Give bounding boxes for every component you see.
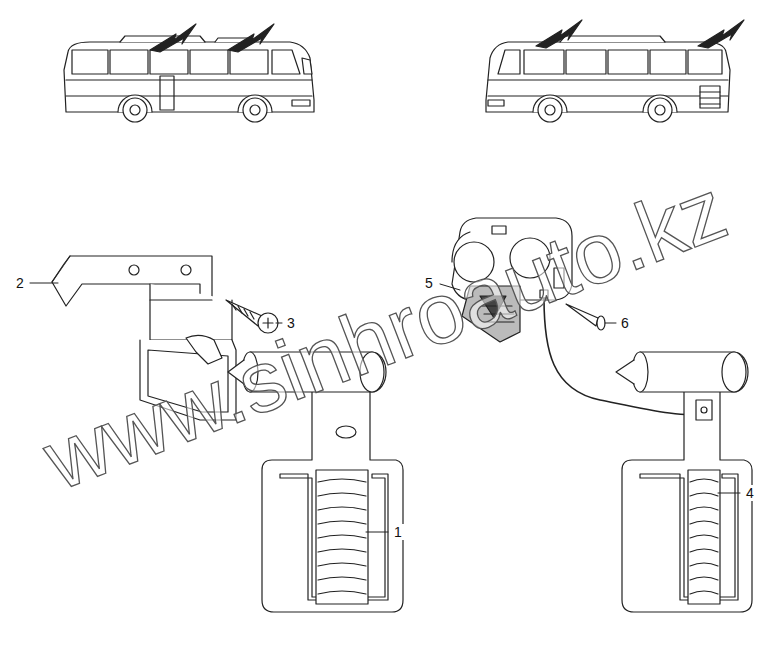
emergency-hammer: [690, 535, 718, 538]
hammer-bracket: [181, 265, 191, 275]
bus-side-view: [120, 36, 205, 42]
bus-side-view: [292, 100, 310, 106]
emergency-hammer: [316, 470, 368, 604]
bus-side-view: [150, 50, 188, 74]
bus-side-view: [545, 105, 555, 115]
bus-side-view: [524, 50, 564, 74]
screw: [267, 318, 268, 328]
bus-side-view: [566, 50, 606, 74]
emergency-hammer: [690, 549, 718, 552]
bus-side-view: [538, 98, 562, 122]
emergency-hammer: [318, 591, 366, 594]
hammer-holder-alarm: [492, 226, 506, 234]
bus-side-view: [648, 98, 672, 122]
bus-side-view: [488, 100, 504, 106]
bus-side-view: [560, 36, 665, 42]
location-arrow: [150, 24, 196, 52]
bus-side-view: [66, 79, 312, 80]
emergency-hammer: [262, 390, 403, 612]
bus-side-view: [486, 36, 730, 122]
emergency-hammer: [696, 400, 712, 420]
bus-side-view: [64, 36, 314, 122]
leader-line: [605, 323, 616, 324]
emergency-hammer: [690, 563, 718, 566]
bus-side-view: [190, 50, 228, 74]
emergency-hammer: [318, 535, 366, 538]
leader-line: [276, 323, 282, 324]
leader-line: [366, 532, 388, 533]
callout-number: 1: [392, 524, 404, 540]
bus-side-view: [272, 50, 300, 74]
location-arrow: [536, 20, 582, 48]
hammer-bracket: [129, 265, 139, 275]
bus-side-view: [700, 97, 720, 98]
emergency-hammer: [318, 493, 366, 496]
emergency-hammer: [318, 549, 366, 552]
bus-side-view: [488, 79, 728, 80]
callout-number: 2: [14, 275, 26, 291]
bus-side-view: [302, 58, 312, 74]
bus-side-view: [700, 86, 720, 108]
bus-side-view: [110, 50, 148, 74]
emergency-hammer: [722, 352, 746, 392]
bus-side-view: [64, 42, 314, 112]
bus-side-view: [160, 76, 174, 110]
emergency-hammer: [701, 407, 707, 413]
bus-side-view: [72, 50, 108, 74]
screw: [226, 300, 262, 326]
parts-illustration: [30, 20, 752, 612]
emergency-hammer: [616, 360, 634, 384]
bus-side-view: [700, 91, 720, 92]
hammer-bracket: [150, 299, 212, 300]
emergency-hammer: [690, 507, 718, 510]
emergency-hammer: [622, 390, 752, 612]
bus-side-view: [486, 42, 730, 112]
bus-side-view: [488, 95, 728, 96]
screw: [597, 316, 605, 330]
bus-side-view: [230, 50, 268, 74]
watermark: www.sinhroauto.kz: [33, 165, 736, 504]
emergency-hammer: [318, 479, 366, 482]
bus-side-view: [608, 50, 648, 74]
emergency-hammer: [690, 493, 718, 496]
hammer-bracket: [52, 256, 70, 282]
screw: [232, 304, 254, 319]
location-arrow: [228, 24, 274, 52]
location-arrow: [698, 20, 744, 48]
bus-side-view: [123, 98, 147, 122]
emergency-hammer: [690, 479, 718, 482]
emergency-hammer: [318, 479, 366, 594]
emergency-hammer: [688, 470, 720, 604]
bus-side-view: [250, 105, 260, 115]
emergency-hammer: [690, 577, 718, 580]
bus-side-view: [66, 95, 312, 96]
bus-side-view: [650, 50, 686, 74]
callout-number: 4: [744, 485, 756, 501]
leader-line: [30, 283, 58, 284]
bus-side-view: [243, 98, 267, 122]
emergency-hammer: [632, 352, 648, 392]
emergency-hammer: [318, 577, 366, 580]
hammer-bracket: [150, 284, 232, 340]
bus-side-view: [498, 50, 520, 74]
callout-number: 6: [619, 315, 631, 331]
emergency-hammer: [690, 521, 718, 524]
emergency-hammer: [690, 479, 718, 594]
bus-side-view: [130, 105, 140, 115]
screw: [226, 300, 278, 333]
emergency-hammer: [690, 591, 718, 594]
emergency-hammer: [318, 521, 366, 524]
emergency-hammer: [318, 507, 366, 510]
emergency-hammer: [640, 352, 748, 392]
location-arrow: [536, 20, 744, 48]
location-arrow: [150, 24, 274, 52]
emergency-hammer: [336, 426, 356, 438]
bus-side-view: [655, 105, 665, 115]
emergency-hammer: [616, 352, 752, 612]
emergency-hammer: [318, 563, 366, 566]
leader-line: [718, 493, 740, 494]
bus-side-view: [700, 103, 720, 104]
bus-side-view: [688, 50, 722, 74]
